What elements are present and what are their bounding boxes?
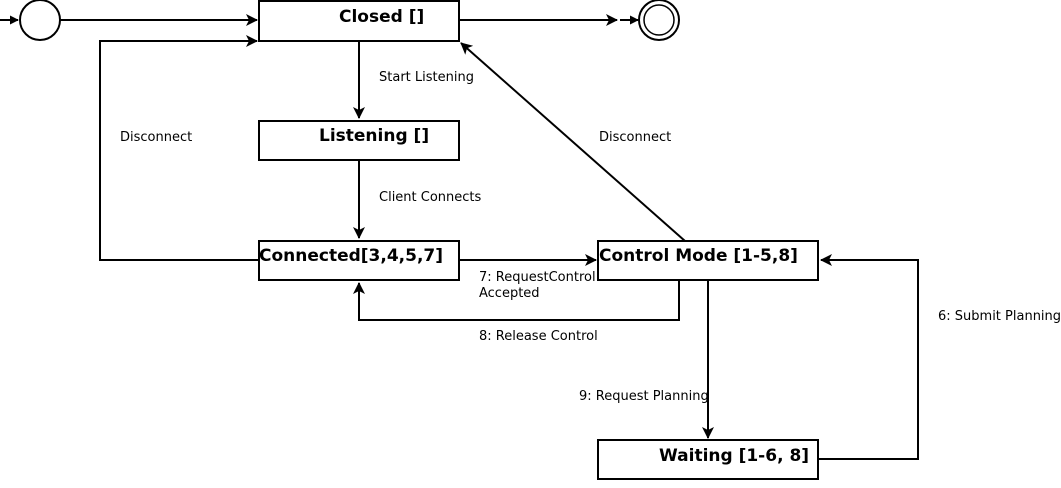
submit-planning-label: 6: Submit Planning [938, 309, 1061, 324]
state-closed-label: Closed [] [339, 7, 424, 27]
release-control-label: 8: Release Control [479, 329, 598, 344]
initial-state-node [19, 0, 61, 41]
request-control-label-line2: Accepted [479, 286, 540, 301]
state-control-mode-box [597, 240, 819, 281]
disconnect-right-label: Disconnect [599, 130, 671, 145]
state-control-mode-label: Control Mode [1-5,8] [599, 246, 798, 266]
submit-planning-edge [818, 254, 919, 460]
final-state-inner [643, 4, 675, 36]
request-control-label-line1: 7: RequestControl [479, 270, 596, 285]
state-listening-label: Listening [] [319, 126, 429, 146]
disconnect-right-edge [460, 42, 686, 242]
start-listening-label: Start Listening [379, 70, 474, 85]
state-listening-box [258, 120, 460, 161]
request-planning-label: 9: Request Planning [579, 389, 709, 404]
state-connected-label: Connected[3,4,5,7] [259, 246, 443, 266]
release-control-edge [353, 280, 680, 321]
disconnect-left-label: Disconnect [120, 130, 192, 145]
state-connected-box [258, 240, 460, 281]
disconnect-left-edge [99, 35, 259, 261]
state-waiting-label: Waiting [1-6, 8] [659, 446, 809, 466]
client-connects-label: Client Connects [379, 190, 482, 205]
